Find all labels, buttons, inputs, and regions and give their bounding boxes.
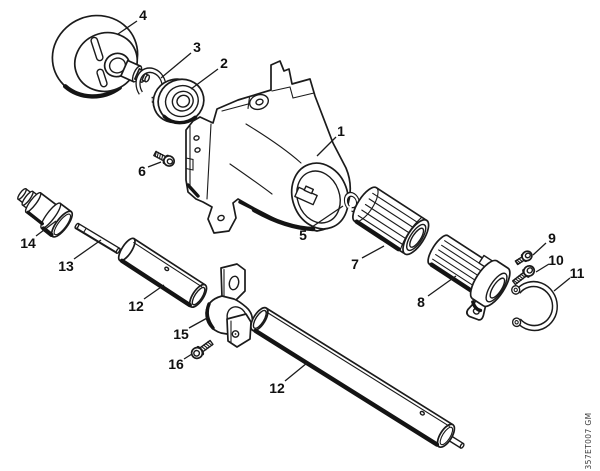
callout-3: 3 bbox=[193, 39, 201, 55]
leader-line-1 bbox=[316, 136, 337, 157]
leader-line-10 bbox=[535, 263, 550, 273]
leader-line-16 bbox=[183, 353, 193, 360]
leader-line-9 bbox=[532, 242, 547, 256]
part-9-screw bbox=[514, 250, 533, 266]
leader-line-2 bbox=[190, 68, 219, 90]
leader-line-8 bbox=[427, 275, 457, 297]
callout-13: 13 bbox=[58, 258, 74, 274]
part-14-plug bbox=[17, 187, 74, 238]
callout-4: 4 bbox=[139, 7, 147, 23]
callout-1: 1 bbox=[337, 123, 345, 139]
leader-line-6 bbox=[147, 161, 162, 168]
part-16-screw bbox=[190, 339, 214, 360]
part-1-gear-housing bbox=[185, 60, 352, 234]
part-2-ball-bearing bbox=[152, 78, 205, 125]
callout-11: 11 bbox=[570, 265, 585, 281]
leader-line-15 bbox=[188, 316, 210, 329]
leader-line-3 bbox=[160, 52, 192, 79]
callout-12-upper: 12 bbox=[128, 298, 144, 314]
leader-line-14 bbox=[35, 220, 57, 237]
leader-line-5 bbox=[308, 205, 344, 230]
part-4-bell-cup bbox=[51, 14, 151, 99]
part-12-tube-long bbox=[250, 306, 465, 449]
callout-15: 15 bbox=[173, 326, 189, 342]
leader-line-4 bbox=[117, 20, 138, 35]
callout-6: 6 bbox=[138, 163, 146, 179]
callout-12-lower: 12 bbox=[269, 380, 285, 396]
part-15-clamp bbox=[205, 263, 254, 348]
part-7-splined-coupling bbox=[352, 186, 430, 256]
part-8-clamp-sleeve bbox=[427, 234, 511, 321]
leader-lines bbox=[35, 20, 571, 382]
figure-code-caption: 357ET007 GM bbox=[584, 412, 593, 469]
leader-line-13 bbox=[73, 239, 102, 260]
callout-16: 16 bbox=[168, 356, 184, 372]
part-12-tube-short bbox=[117, 237, 208, 308]
callout-labels: 4 3 2 1 6 5 7 8 9 10 11 14 13 12 15 16 1… bbox=[20, 7, 584, 396]
part-10-screw bbox=[511, 264, 536, 286]
part-6-screw bbox=[153, 150, 176, 167]
callout-10: 10 bbox=[548, 252, 564, 268]
callout-2: 2 bbox=[220, 55, 228, 71]
leader-line-7 bbox=[361, 245, 385, 259]
leader-line-11 bbox=[553, 277, 571, 292]
leader-line-12-upper bbox=[143, 284, 165, 300]
callout-5: 5 bbox=[299, 227, 307, 243]
callout-7: 7 bbox=[351, 256, 359, 272]
part-13-rod bbox=[74, 222, 121, 254]
callout-14: 14 bbox=[20, 235, 36, 251]
callout-8: 8 bbox=[417, 294, 425, 310]
callout-9: 9 bbox=[548, 230, 556, 246]
part-11-snap-ring bbox=[511, 280, 558, 332]
leader-line-12-lower bbox=[284, 362, 308, 382]
